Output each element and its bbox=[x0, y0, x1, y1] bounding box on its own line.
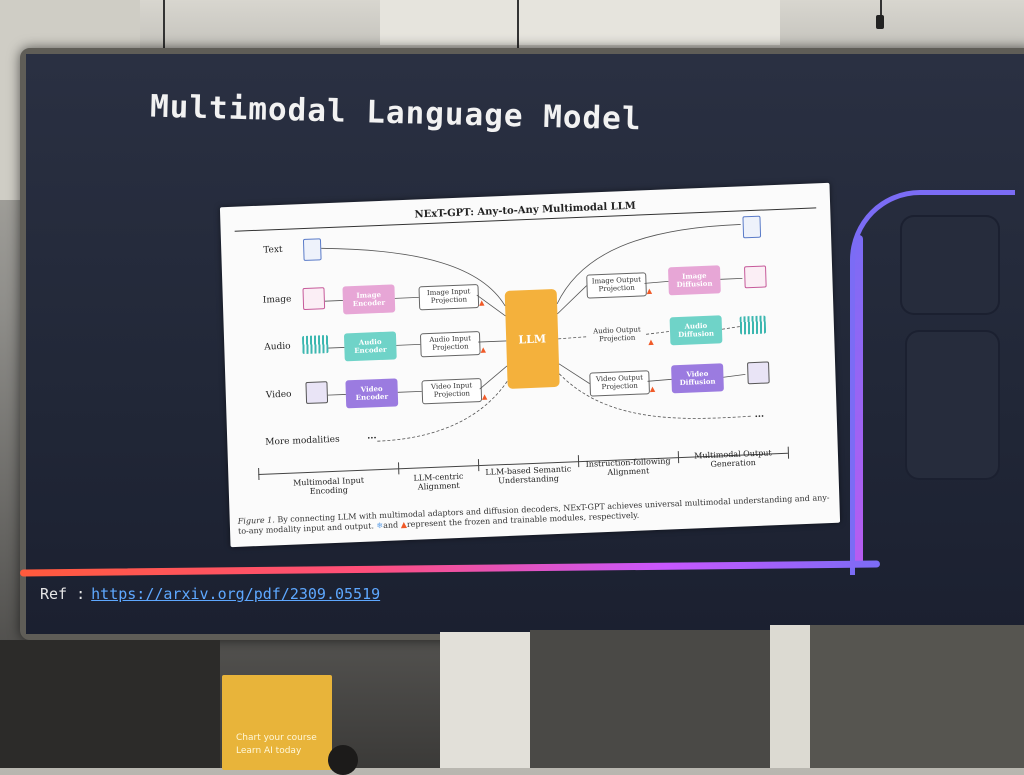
arrow-image-proj bbox=[394, 297, 419, 299]
arrow-image-diff bbox=[644, 280, 669, 284]
arrow-image-enc bbox=[324, 300, 343, 302]
event-banner: Chart your course Learn AI today bbox=[222, 675, 332, 770]
stage-tick bbox=[258, 467, 260, 480]
stage-tick bbox=[577, 455, 580, 468]
arrow-audio-diff bbox=[646, 330, 671, 335]
ceiling-lamp bbox=[876, 15, 884, 29]
ceiling-beam bbox=[380, 0, 780, 45]
arrow-text-in bbox=[321, 247, 506, 307]
lamp-wire bbox=[517, 0, 519, 55]
arrow-video-llm bbox=[479, 365, 508, 390]
dark-window bbox=[530, 630, 770, 768]
dark-wall bbox=[0, 640, 220, 768]
arrow-audio-llm bbox=[478, 340, 507, 343]
building-pillar bbox=[770, 625, 810, 768]
dark-window bbox=[810, 625, 1024, 768]
stage-tick bbox=[477, 459, 480, 472]
banner-line-2: Learn AI today bbox=[236, 746, 302, 756]
arrow-video-enc bbox=[327, 394, 346, 396]
caption-label: Figure 1. bbox=[237, 515, 276, 526]
flow-arrows bbox=[321, 224, 752, 442]
arrow-audio-enc bbox=[328, 347, 345, 349]
audience-head bbox=[328, 745, 358, 775]
arrow-llm-video-out bbox=[558, 363, 590, 384]
stage-tick bbox=[787, 446, 790, 459]
arrow-image-out bbox=[720, 278, 743, 280]
arrow-llm-text-out bbox=[556, 224, 741, 305]
arrow-video-proj bbox=[397, 390, 422, 393]
arrow-audio-out bbox=[721, 326, 740, 330]
arrow-image-llm bbox=[476, 294, 506, 317]
arrow-llm-image-out bbox=[557, 285, 587, 315]
decorative-arc bbox=[850, 190, 1015, 575]
decorative-tile bbox=[905, 330, 1000, 480]
stage-output-generation: Multimodal Output Generation bbox=[694, 448, 772, 469]
stage-tick bbox=[397, 462, 400, 475]
arrow-llm-audio-out bbox=[558, 336, 589, 340]
ref-link[interactable]: https://arxiv.org/pdf/2309.05519 bbox=[91, 585, 381, 603]
lamp-wire bbox=[163, 0, 165, 50]
decorative-vertical-line bbox=[855, 235, 863, 565]
arrow-llm-more-out bbox=[559, 373, 752, 419]
arrow-video-diff bbox=[647, 378, 672, 382]
caption-and: and bbox=[383, 520, 399, 531]
stage-instruction-alignment: Instruction-following Alignment bbox=[585, 456, 671, 477]
banner-line-1: Chart your course bbox=[236, 733, 317, 743]
arrow-more-in bbox=[377, 380, 508, 442]
stage-llm-alignment: LLM-centric Alignment bbox=[413, 471, 464, 492]
stage-semantic-understanding: LLM-based Semantic Understanding bbox=[485, 464, 572, 486]
reference-line: Ref : https://arxiv.org/pdf/2309.05519 bbox=[40, 585, 380, 603]
stage-tick bbox=[677, 451, 680, 464]
arrow-video-out bbox=[723, 373, 746, 378]
lamp-wire bbox=[880, 0, 882, 20]
ref-label: Ref : bbox=[40, 585, 86, 603]
building-pillar bbox=[440, 632, 530, 768]
architecture-figure: NExT-GPT: Any-to-Any Multimodal LLM Text… bbox=[219, 182, 841, 548]
arrow-audio-proj bbox=[396, 343, 421, 346]
stage-input-encoding: Multimodal Input Encoding bbox=[293, 475, 365, 496]
